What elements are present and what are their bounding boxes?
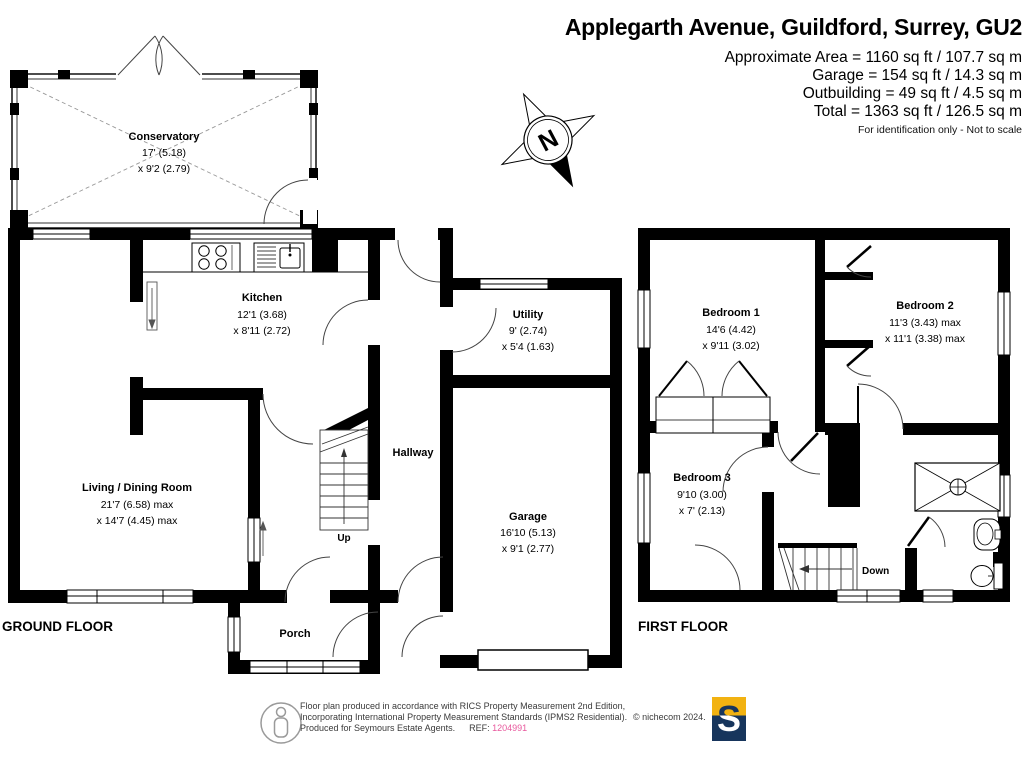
garage-area: Garage = 154 sq ft / 14.3 sq m [812,67,1022,84]
footer-ref-value: 1204991 [492,723,528,733]
conservatory-dim1: 17' (5.18) [142,147,186,159]
compass-icon: N [500,92,596,188]
property-title: Applegarth Avenue, Guildford, Surrey, GU… [564,14,1022,40]
utility-label: Utility [513,309,544,321]
living-room-dim2: x 14'7 (4.45) max [97,515,179,527]
bedroom2-label: Bedroom 2 [896,300,953,312]
conservatory-dim2: x 9'2 (2.79) [138,163,190,175]
footer-line2: Incorporating International Property Mea… [300,712,628,722]
first-windows [637,289,1011,603]
french-door-opening [116,70,202,83]
ground-walls [8,228,622,674]
bedroom3-dim2: x 7' (2.13) [679,505,725,517]
conservatory-structure [10,35,318,229]
logo-letter-bottom: S [717,698,741,739]
kitchen-dim1: 12'1 (3.68) [237,309,287,321]
french-doors [117,35,201,76]
garage-label: Garage [509,511,547,523]
outbuilding-area: Outbuilding = 49 sq ft / 4.5 sq m [802,85,1022,102]
kitchen-label: Kitchen [242,292,283,304]
shower-icon [914,462,1001,512]
ground-windows [32,228,589,674]
seymours-logo: S S [712,697,746,741]
bedroom1-dim1: 14'6 (4.42) [706,324,756,336]
ground-floor-plan: Conservatory 17' (5.18) x 9'2 (2.79) Kit… [2,35,622,674]
bedroom2-dim2: x 11'1 (3.38) max [885,333,966,345]
ground-room-labels: Conservatory 17' (5.18) x 9'2 (2.79) Kit… [82,131,556,640]
stairs-down-label: Down [862,566,889,577]
basin-icon [973,518,1002,551]
living-room-label: Living / Dining Room [82,482,192,494]
garage-dim2: x 9'1 (2.77) [502,543,554,555]
bedroom1-label: Bedroom 1 [702,307,759,319]
logo-letter-top: S [717,698,741,739]
ground-floor-title: GROUND FLOOR [2,619,113,634]
bedroom3-dim1: 9'10 (3.00) [677,489,727,501]
first-room-labels: Bedroom 1 14'6 (4.42) x 9'11 (3.02) Bedr… [673,300,965,577]
kitchen-dim2: x 8'11 (2.72) [233,325,290,337]
stairs-up [319,426,369,531]
identification-note: For identification only - Not to scale [858,124,1022,136]
area-summary: Approximate Area = 1160 sq ft / 107.7 sq… [565,49,1022,121]
footer-line3: Produced for Seymours Estate Agents. REF:… [300,723,527,733]
kitchen-fixtures [143,242,368,273]
toilet-icon [970,562,1004,590]
radiator-symbols [146,281,267,556]
rics-person-icon [260,702,302,744]
wardrobe [655,396,771,434]
footer-copyright: © nichecom 2024. [633,712,706,722]
hallway-label: Hallway [393,447,435,459]
first-floor-title: FIRST FLOOR [638,619,728,634]
living-room-dim1: 21'7 (6.58) max [101,499,174,511]
bedroom1-dim2: x 9'11 (3.02) [702,340,759,352]
ground-doors [262,179,497,658]
conservatory-label: Conservatory [129,131,201,143]
conservatory-door-opening [303,178,317,224]
garage-dim1: 16'10 (5.13) [500,527,556,539]
stairs-up-label: Up [337,533,350,544]
porch-label: Porch [279,628,310,640]
footer-ref-label: REF: [469,723,490,733]
bathroom-fixtures [914,462,1004,590]
stairs-down [778,543,858,591]
total-area: Total = 1363 sq ft / 126.5 sq m [813,103,1022,120]
footer-line1: Floor plan produced in accordance with R… [300,701,626,711]
approximate-area: Approximate Area = 1160 sq ft / 107.7 sq… [724,49,1022,66]
utility-dim1: 9' (2.74) [509,325,547,337]
first-doors [658,245,946,591]
header: Applegarth Avenue, Guildford, Surrey, GU… [565,14,1022,136]
utility-dim2: x 5'4 (1.63) [502,341,554,353]
hob-icon [191,242,241,273]
sink-icon [253,242,305,273]
bedroom2-dim1: 11'3 (3.43) max [889,317,962,329]
bedroom3-label: Bedroom 3 [673,472,730,484]
footer-produced-for: Produced for Seymours Estate Agents. [300,723,456,733]
first-floor-plan: Bedroom 1 14'6 (4.42) x 9'11 (3.02) Bedr… [637,228,1011,634]
garage-door [477,649,589,671]
